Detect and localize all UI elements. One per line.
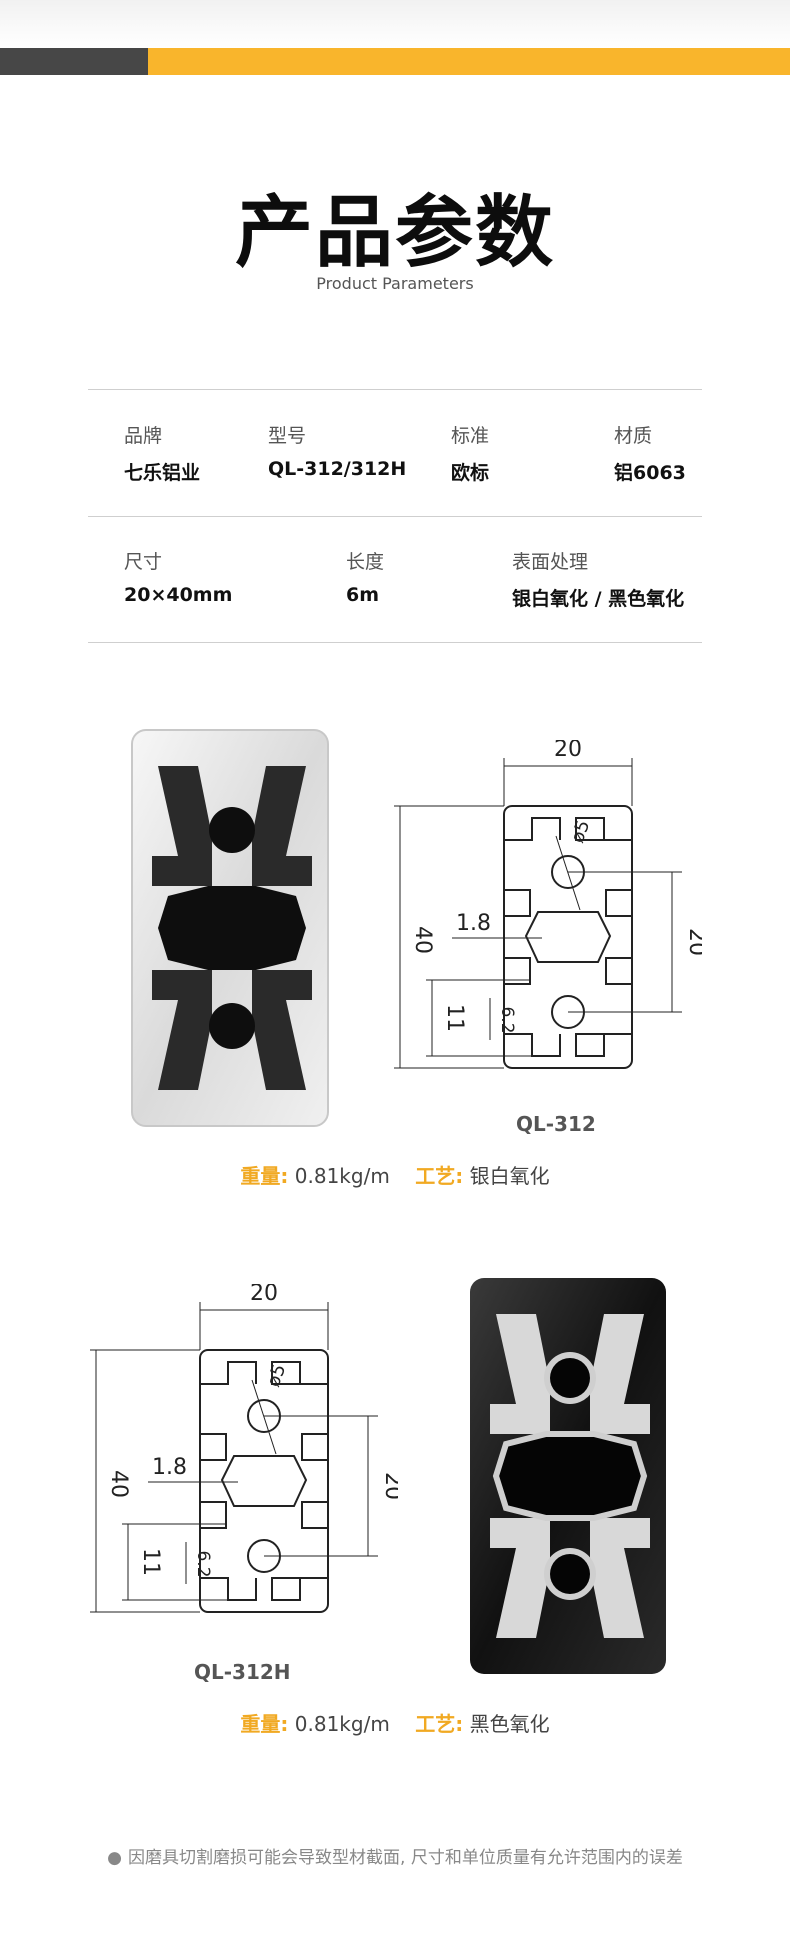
process-key: 工艺: — [415, 1712, 464, 1736]
dim-height: 40 — [410, 926, 435, 954]
footnote-text: 因磨具切割磨损可能会导致型材截面, 尺寸和单位质量有允许范围内的误差 — [128, 1848, 683, 1868]
spec-size-label: 尺寸 — [124, 551, 163, 573]
header-shade — [0, 0, 790, 48]
process-key: 工艺: — [415, 1164, 464, 1188]
spec-surface-label: 表面处理 — [512, 551, 589, 573]
spec-length-value: 6m — [346, 584, 380, 606]
weight-key: 重量: — [240, 1164, 289, 1188]
weight-value: 0.81kg/m — [294, 1164, 390, 1188]
dim-width: 20 — [554, 740, 582, 762]
process-value: 黑色氧化 — [469, 1712, 550, 1736]
divider-top — [88, 389, 702, 390]
page-title: 产品参数 — [234, 188, 555, 278]
dim-wall: 1.8 — [456, 911, 491, 936]
dim-slot-offset: 11 — [442, 1004, 467, 1032]
drawing-ql-312: 20 ø5 40 1.8 20 11 6.2 — [394, 740, 702, 1069]
spec-model-value: QL-312/312H — [268, 458, 407, 480]
drawing-ql-312h: 20 ø5 40 1.8 20 11 6.2 — [90, 1284, 398, 1613]
dim-slot-width: 6.2 — [193, 1550, 213, 1577]
dim-hole: ø5 — [263, 1361, 290, 1389]
spec-material-value: 铝6063 — [614, 462, 686, 484]
spec-length-label: 长度 — [346, 551, 385, 573]
model-label-ql-312: QL-312 — [516, 1112, 596, 1136]
dim-slot-offset: 11 — [138, 1548, 163, 1576]
dim-hole: ø5 — [567, 817, 594, 845]
dim-center-spacing: 20 — [684, 928, 702, 956]
weight-key: 重量: — [240, 1712, 289, 1736]
spec-material-label: 材质 — [614, 425, 653, 447]
header-bar-dark — [0, 48, 148, 75]
spec-size-value: 20×40mm — [124, 584, 233, 606]
dim-width: 20 — [250, 1284, 278, 1306]
dim-wall: 1.8 — [152, 1455, 187, 1480]
dim-center-spacing: 20 — [380, 1472, 398, 1500]
model-label-ql-312h: QL-312H — [194, 1660, 291, 1684]
spec-surface-value: 银白氧化 / 黑色氧化 — [512, 588, 685, 610]
profile-photo-black — [470, 1278, 666, 1674]
spec-brand-value: 七乐铝业 — [124, 462, 201, 484]
footnote: ●因磨具切割磨损可能会导致型材截面, 尺寸和单位质量有允许范围内的误差 — [0, 1843, 790, 1868]
weight-value: 0.81kg/m — [294, 1712, 390, 1736]
profile-photo-silver — [131, 729, 329, 1127]
dim-height: 40 — [106, 1470, 131, 1498]
spec-standard-label: 标准 — [451, 425, 490, 447]
bullet-icon: ● — [107, 1848, 123, 1868]
header-bar-accent — [148, 48, 790, 75]
info-line-product2: 重量: 0.81kg/m 工艺: 黑色氧化 — [0, 1708, 790, 1737]
dim-slot-width: 6.2 — [497, 1006, 517, 1033]
spec-brand-label: 品牌 — [124, 425, 163, 447]
info-line-product1: 重量: 0.81kg/m 工艺: 银白氧化 — [0, 1160, 790, 1189]
page-subtitle: Product Parameters — [316, 274, 474, 293]
spec-standard-value: 欧标 — [451, 462, 490, 484]
divider-bottom — [88, 642, 702, 643]
process-value: 银白氧化 — [469, 1164, 550, 1188]
spec-model-label: 型号 — [268, 425, 307, 447]
divider-middle — [88, 516, 702, 517]
